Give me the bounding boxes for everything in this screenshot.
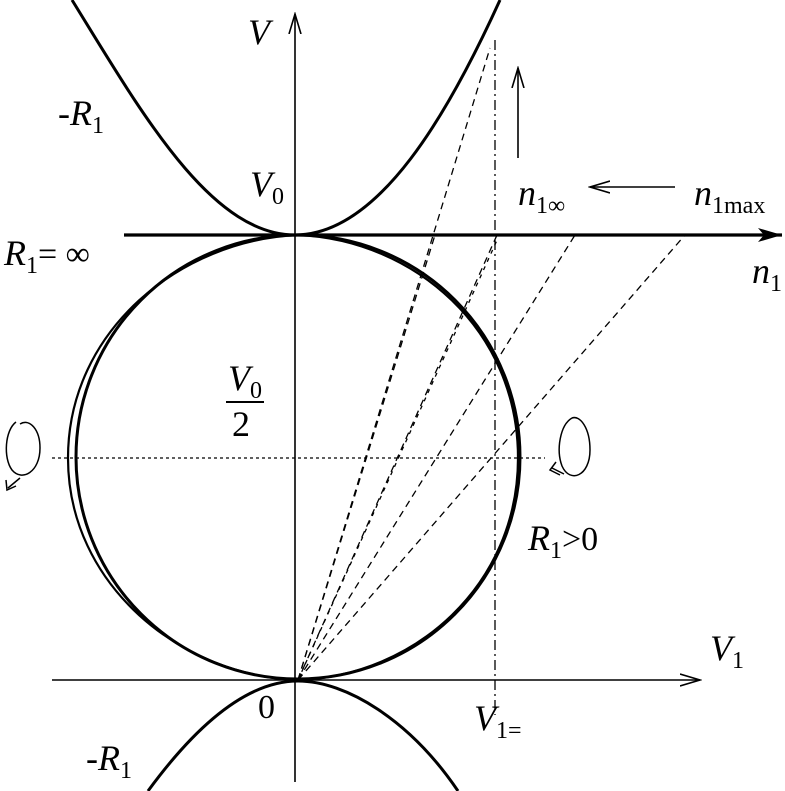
n1-max-label: n1max (694, 173, 765, 219)
ray-inner-1 (297, 234, 436, 681)
n1-inf-label: n1∞ (518, 173, 565, 219)
v1-axis-label: V1 (710, 628, 744, 674)
v0-half-numerator: V0 (228, 358, 262, 404)
rotation-loop-right-arrowhead (548, 461, 561, 476)
origin-label: 0 (258, 689, 275, 726)
ray-to-n1-inf (297, 234, 498, 681)
neg-r1-top-label: -R1 (58, 93, 104, 139)
ray-inner-2 (297, 237, 499, 681)
r1-positive-label: R1>0 (527, 518, 598, 564)
ray-to-mid (297, 234, 576, 681)
r1-infinity-label: R1= ∞ (3, 233, 90, 279)
v-axis-label: V (248, 12, 274, 52)
neg-r1-bottom-label: -R1 (86, 738, 132, 784)
bottom-parabola-neg-r1 (146, 679, 460, 791)
v0-half-denominator: 2 (232, 404, 250, 444)
rotation-loop-left-icon (5, 421, 41, 489)
dashed-rays (297, 47, 686, 681)
rotation-loop-left-arrowhead (5, 479, 17, 492)
v0-label: V0 (250, 164, 284, 210)
ray-to-n1-max (297, 234, 686, 681)
v1-eq-label: V1= (474, 698, 522, 744)
top-parabola-neg-r1 (70, 0, 502, 237)
rotation-loop-right-icon (551, 416, 591, 477)
n1-axis-label: n1 (752, 251, 782, 297)
